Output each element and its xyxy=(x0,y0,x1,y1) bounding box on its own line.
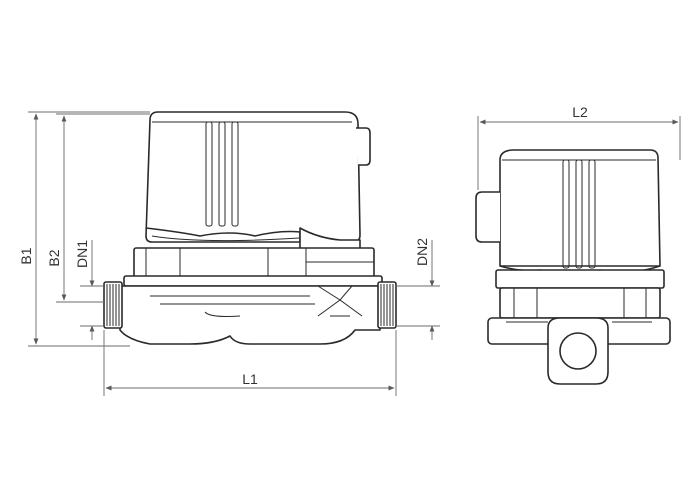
dimension-label-b2: B2 xyxy=(46,249,62,266)
outlet-thread xyxy=(377,281,397,329)
vent-slots xyxy=(205,121,239,227)
inlet-thread xyxy=(103,281,123,329)
dimension-label-dn2: DN2 xyxy=(414,238,430,266)
dimension-label-l1: L1 xyxy=(242,371,258,387)
dimension-label-dn1: DN1 xyxy=(74,240,90,268)
motor-housing xyxy=(145,111,371,253)
side-vent-slots xyxy=(562,159,596,269)
dimension-label-l2: L2 xyxy=(572,104,588,120)
dimension-label-b1: B1 xyxy=(18,247,34,264)
front-view xyxy=(103,111,397,345)
pump-casing xyxy=(119,285,381,345)
dimension-lines xyxy=(28,111,681,396)
pump-head xyxy=(123,247,383,287)
side-pipe-connection xyxy=(547,317,609,385)
side-motor-housing xyxy=(475,149,661,276)
side-view xyxy=(475,149,671,385)
